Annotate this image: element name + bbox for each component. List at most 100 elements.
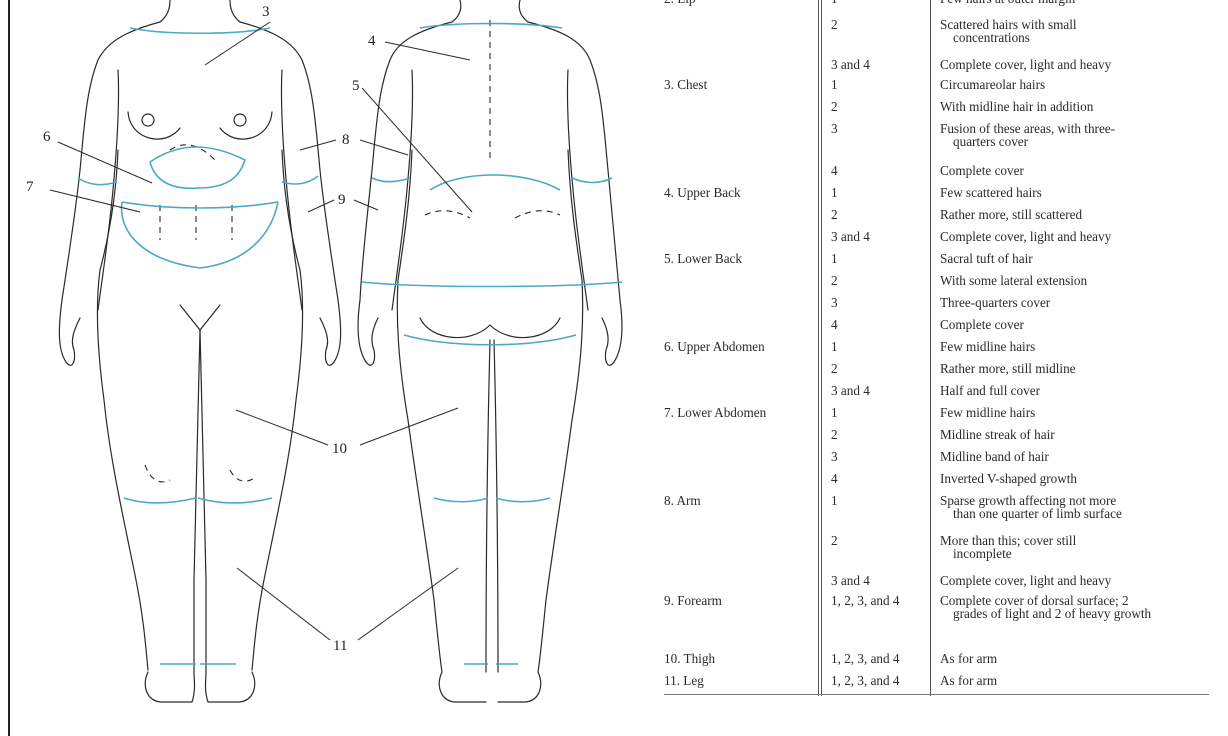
column-rule-1 (818, 0, 819, 696)
definition-cell: Rather more, still scattered (940, 208, 1210, 221)
grade-cell: 3 (831, 450, 939, 463)
definition-cell: Fusion of these areas, with three-quarte… (940, 122, 1210, 148)
definition-cell: Midline streak of hair (940, 428, 1210, 441)
grade-cell: 2 (831, 274, 939, 287)
grade-cell: 3 and 4 (831, 574, 939, 587)
grade-cell: 2 (831, 100, 939, 113)
definition-text: Three-quarters cover (940, 295, 1050, 310)
grade-cell: 3 (831, 122, 939, 135)
grade-cell: 4 (831, 318, 939, 331)
grade-cell: 2 (831, 534, 939, 547)
definition-continuation: quarters cover (940, 135, 1210, 148)
label-5: 5 (352, 78, 360, 94)
grade-cell: 4 (831, 472, 939, 485)
definition-text: Half and full cover (940, 383, 1040, 398)
site-cell: 7. Lower Abdomen (664, 406, 814, 419)
grade-cell: 3 (831, 296, 939, 309)
grade-cell: 3 and 4 (831, 384, 939, 397)
definition-cell: Few hairs at outer margin (940, 0, 1210, 5)
grade-cell: 1 (831, 494, 939, 507)
grade-cell: 4 (831, 164, 939, 177)
grade-cell: 1, 2, 3, and 4 (831, 652, 939, 665)
grade-cell: 3 and 4 (831, 58, 939, 71)
definition-continuation: than one quarter of limb surface (940, 507, 1210, 520)
definition-cell: Complete cover, light and heavy (940, 230, 1210, 243)
label-3: 3 (262, 4, 270, 20)
definition-cell: Half and full cover (940, 384, 1210, 397)
definition-cell: Three-quarters cover (940, 296, 1210, 309)
definition-cell: Few scattered hairs (940, 186, 1210, 199)
site-cell: 6. Upper Abdomen (664, 340, 814, 353)
site-cell: 10. Thigh (664, 652, 814, 665)
grade-cell: 1 (831, 0, 939, 5)
definition-text: Rather more, still midline (940, 361, 1076, 376)
definition-text: As for arm (940, 673, 997, 688)
definition-continuation: incomplete (940, 547, 1210, 560)
definition-text: Few midline hairs (940, 405, 1035, 420)
label-7: 7 (26, 179, 34, 195)
site-cell: 2. Lip (664, 0, 814, 5)
label-4: 4 (368, 33, 376, 49)
hair-grading-table: 2. Lip1Few hairs at outer margin2Scatter… (664, 0, 1209, 700)
definition-cell: Inverted V-shaped growth (940, 472, 1210, 485)
grade-cell: 1 (831, 186, 939, 199)
definition-text: Few midline hairs (940, 339, 1035, 354)
definition-text: Inverted V-shaped growth (940, 471, 1077, 486)
definition-continuation: grades of light and 2 of heavy growth (940, 607, 1210, 620)
leader-lines (50, 22, 472, 640)
definition-text: Circumareolar hairs (940, 77, 1045, 92)
grade-cell: 2 (831, 18, 939, 31)
site-cell: 9. Forearm (664, 594, 814, 607)
definition-cell: With some lateral extension (940, 274, 1210, 287)
grade-cell: 2 (831, 362, 939, 375)
definition-cell: Complete cover, light and heavy (940, 574, 1210, 587)
label-6: 6 (43, 129, 51, 145)
definition-text: Complete cover, light and heavy (940, 229, 1111, 244)
grade-cell: 3 and 4 (831, 230, 939, 243)
definition-cell: Complete cover (940, 164, 1210, 177)
back-body-outline (358, 0, 622, 702)
definition-cell: Rather more, still midline (940, 362, 1210, 375)
grade-cell: 2 (831, 428, 939, 441)
grade-cell: 1 (831, 78, 939, 91)
site-cell: 3. Chest (664, 78, 814, 91)
definition-cell: Circumareolar hairs (940, 78, 1210, 91)
definition-text: Midline band of hair (940, 449, 1049, 464)
grade-cell: 1, 2, 3, and 4 (831, 594, 939, 607)
grade-cell: 2 (831, 208, 939, 221)
definition-text: Complete cover (940, 163, 1024, 178)
definition-cell: Sacral tuft of hair (940, 252, 1210, 265)
site-cell: 4. Upper Back (664, 186, 814, 199)
definition-cell: As for arm (940, 652, 1210, 665)
site-cell: 8. Arm (664, 494, 814, 507)
definition-text: As for arm (940, 651, 997, 666)
column-rule-2 (821, 0, 822, 696)
grade-cell: 1 (831, 406, 939, 419)
label-8: 8 (342, 132, 350, 148)
definition-text: Few scattered hairs (940, 185, 1042, 200)
definition-text: With midline hair in addition (940, 99, 1093, 114)
definition-text: Few hairs at outer margin (940, 0, 1075, 6)
label-10: 10 (332, 441, 347, 457)
grade-cell: 1 (831, 340, 939, 353)
front-body-outline (59, 0, 340, 702)
definition-text: Complete cover, light and heavy (940, 57, 1111, 72)
back-region-bands (362, 24, 622, 665)
definition-text: Rather more, still scattered (940, 207, 1082, 222)
definition-cell: Few midline hairs (940, 340, 1210, 353)
grade-cell: 1, 2, 3, and 4 (831, 674, 939, 687)
site-cell: 11. Leg (664, 674, 814, 687)
grade-cell: 1 (831, 252, 939, 265)
table-bottom-rule (664, 694, 1209, 695)
definition-text: Complete cover, light and heavy (940, 573, 1111, 588)
body-hair-regions-figure: 3 4 5 6 7 8 9 10 11 (0, 0, 660, 736)
site-cell: 5. Lower Back (664, 252, 814, 265)
definition-text: Midline streak of hair (940, 427, 1055, 442)
definition-cell: Midline band of hair (940, 450, 1210, 463)
definition-cell: With midline hair in addition (940, 100, 1210, 113)
definition-cell: Complete cover, light and heavy (940, 58, 1210, 71)
label-9: 9 (338, 192, 346, 208)
